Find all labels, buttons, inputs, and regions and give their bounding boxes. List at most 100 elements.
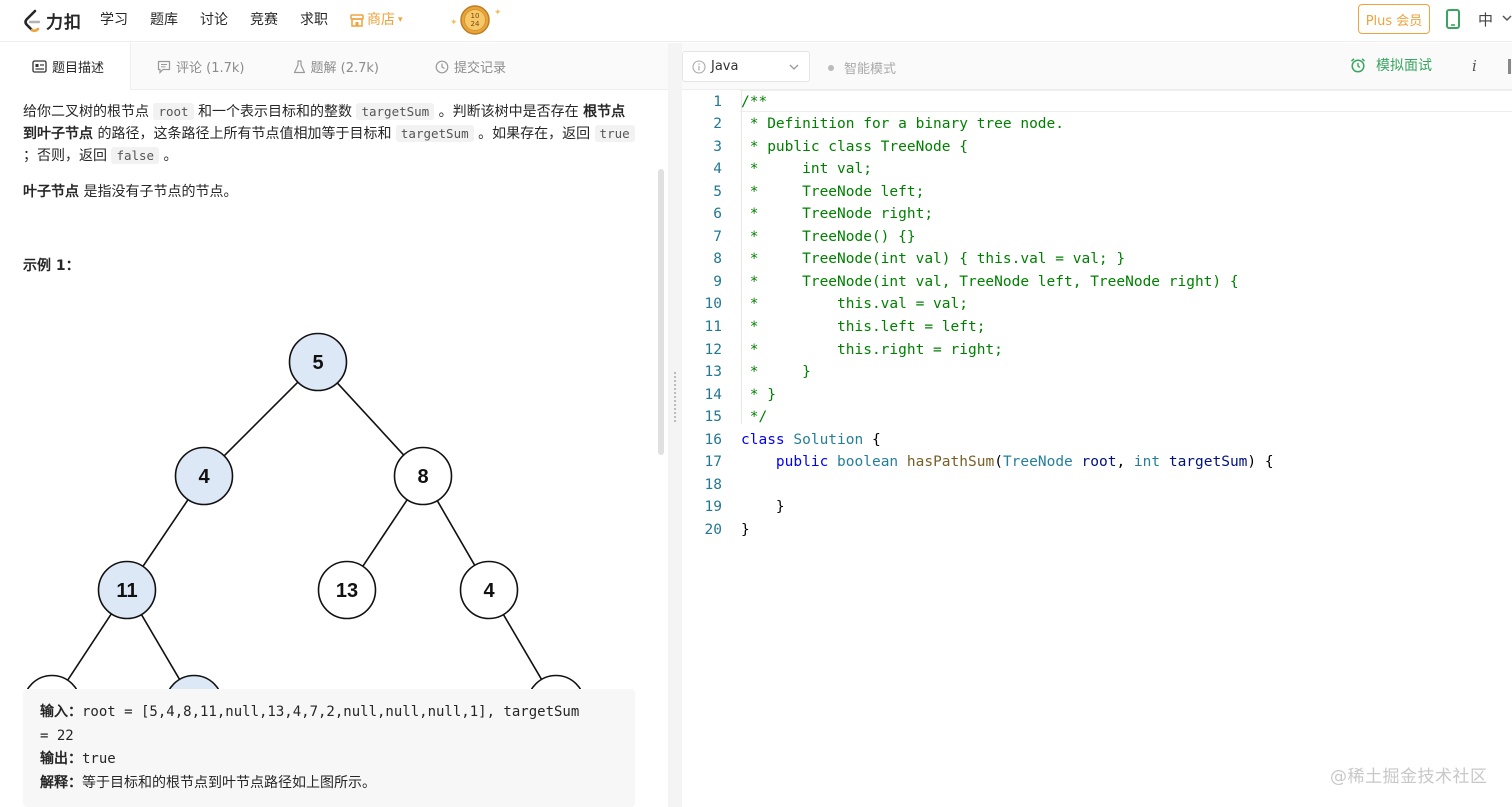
current-line-highlight <box>740 90 1512 112</box>
example-explain-value: 等于目标和的根节点到叶节点路径如上图所示。 <box>82 774 376 791</box>
line-number: 14 <box>704 386 722 403</box>
indent-guide <box>741 90 742 424</box>
line-number: 10 <box>704 296 722 313</box>
nav-shop-label: 商店 <box>367 12 395 28</box>
line-number: 20 <box>704 521 722 538</box>
inline-code-root: root <box>153 103 194 120</box>
inline-code-true: true <box>594 125 635 142</box>
desc-text: 和一个表示目标和的整数 <box>193 104 357 120</box>
desc-text: 。 <box>159 148 178 164</box>
drag-handle-icon[interactable] <box>674 372 676 422</box>
tab-comments-label: 评论 (1.7k) <box>176 61 245 76</box>
code-line: 6 * TreeNode right; <box>682 203 933 226</box>
example-input-value: root = [5,4,8,11,null,13,4,7,2,null,null… <box>82 704 580 720</box>
code-token: * this.right = right; <box>741 341 1003 358</box>
nav-item-jobs[interactable]: 求职 <box>300 12 328 28</box>
line-number: 18 <box>704 476 722 493</box>
language-switch[interactable]: 中 <box>1478 11 1494 29</box>
code-token: } <box>741 499 785 516</box>
tab-solutions[interactable]: 题解 (2.7k) <box>293 43 379 90</box>
top-nav: 力扣 学习 题库 讨论 竞赛 求职 商店 ▾ ✦ ✦ 10 24 Plus 会员… <box>0 0 1512 42</box>
chevron-down-icon: ▾ <box>398 15 403 25</box>
tree-node-circle <box>288 332 348 392</box>
desc-text: 给你二叉树的根节点 <box>23 104 154 120</box>
problem-scrollbar[interactable] <box>658 169 664 455</box>
leetcode-logo-icon <box>24 9 41 32</box>
tree-edge <box>142 499 189 567</box>
tab-submissions[interactable]: 提交记录 <box>435 43 506 90</box>
alarm-clock-icon <box>1351 58 1365 73</box>
editor-toolbar: Java 智能模式 模拟面试 i <box>682 43 1512 90</box>
nav-item-discuss[interactable]: 讨论 <box>200 12 228 28</box>
code-line: 5 * TreeNode left; <box>682 181 924 204</box>
tree-node: 8 <box>393 446 453 506</box>
line-number: 4 <box>713 161 722 178</box>
tree-node-value: 13 <box>336 580 358 602</box>
line-number: 9 <box>713 273 722 290</box>
tab-description[interactable]: 题目描述 <box>0 43 132 90</box>
code-text: * TreeNode right; <box>741 203 933 226</box>
description-paragraph-1: 给你二叉树的根节点 root 和一个表示目标和的整数 targetSum 。判断… <box>23 101 635 167</box>
code-token: * TreeNode left; <box>741 183 925 200</box>
code-token: * TreeNode(int val) { this.val = val; } <box>741 251 1126 268</box>
language-select-value: Java <box>711 59 739 74</box>
code-token: * } <box>741 386 776 403</box>
smart-mode-toggle[interactable]: 智能模式 <box>828 58 896 77</box>
code-line: 20} <box>682 519 750 542</box>
code-line: 7 * TreeNode() {} <box>682 226 915 249</box>
mobile-app-icon[interactable] <box>1444 9 1462 29</box>
panel-edge-icon[interactable] <box>1508 59 1511 74</box>
code-text: /** <box>741 91 767 114</box>
code-token: public <box>775 454 829 471</box>
tree-edge <box>502 614 543 680</box>
code-line: 19 } <box>682 496 785 519</box>
inline-code-false: false <box>111 147 160 164</box>
editor-panel: Java 智能模式 模拟面试 i 1/**2 * Definition for … <box>682 43 1512 807</box>
tree-node-value: 4 <box>483 580 495 602</box>
code-line: 2 * Definition for a binary tree node. <box>682 113 1064 136</box>
language-select[interactable]: Java <box>682 51 810 82</box>
watermark: @稀土掘金技术社区 <box>1330 767 1488 787</box>
code-line: 14 * } <box>682 384 776 407</box>
code-token: hasPathSum <box>906 454 995 471</box>
code-token: root <box>1081 454 1117 471</box>
comment-icon <box>157 60 171 74</box>
code-token: class <box>741 431 785 448</box>
panel-splitter[interactable] <box>668 43 682 807</box>
example-output-value: true <box>82 751 116 767</box>
code-line: 4 * int val; <box>682 158 872 181</box>
example-title: 示例 1： <box>23 258 80 274</box>
code-token: /** <box>741 93 768 110</box>
problem-panel: 题目描述 评论 (1.7k) 题解 (2.7k) 提交记录 给你二 <box>0 43 668 807</box>
code-token: * Definition for a binary tree node. <box>741 116 1065 133</box>
code-text: * TreeNode() {} <box>741 226 916 249</box>
code-editor[interactable]: 1/**2 * Definition for a binary tree nod… <box>682 90 1512 807</box>
nav-item-learn[interactable]: 学习 <box>100 12 128 28</box>
tab-description-label: 题目描述 <box>52 61 105 76</box>
shop-icon <box>350 13 364 27</box>
tree-node: 13 <box>317 560 377 620</box>
code-token: , <box>1116 454 1134 471</box>
mock-interview-label: 模拟面试 <box>1376 58 1432 74</box>
plus-membership-button[interactable]: Plus 会员 <box>1358 4 1430 34</box>
status-dot-icon <box>828 64 834 71</box>
tab-comments[interactable]: 评论 (1.7k) <box>157 43 245 90</box>
nav-item-contest[interactable]: 竞赛 <box>250 12 278 28</box>
line-number: 16 <box>704 431 722 448</box>
tree-edge <box>362 499 408 567</box>
code-text: class Solution { <box>741 429 881 452</box>
code-token: * int val; <box>741 161 872 178</box>
code-token: * this.val = val; <box>741 296 968 313</box>
mock-interview-button[interactable]: 模拟面试 <box>1350 55 1432 75</box>
tree-edge <box>336 382 405 456</box>
logo-text: 力扣 <box>46 13 82 33</box>
tree-node-value: 5 <box>312 352 323 374</box>
svg-text:✦: ✦ <box>450 18 458 28</box>
info-icon[interactable]: i <box>1472 57 1477 75</box>
desc-text: 的路径，这条路径上所有节点值相加等于目标和 <box>93 126 396 142</box>
code-line: 17 public boolean hasPathSum(TreeNode ro… <box>682 451 1274 474</box>
logo[interactable]: 力扣 <box>22 8 82 33</box>
nav-item-problems[interactable]: 题库 <box>150 12 178 28</box>
nav-item-shop[interactable]: 商店 ▾ <box>350 10 403 30</box>
event-coin-icon[interactable]: ✦ ✦ 10 24 <box>446 3 506 37</box>
